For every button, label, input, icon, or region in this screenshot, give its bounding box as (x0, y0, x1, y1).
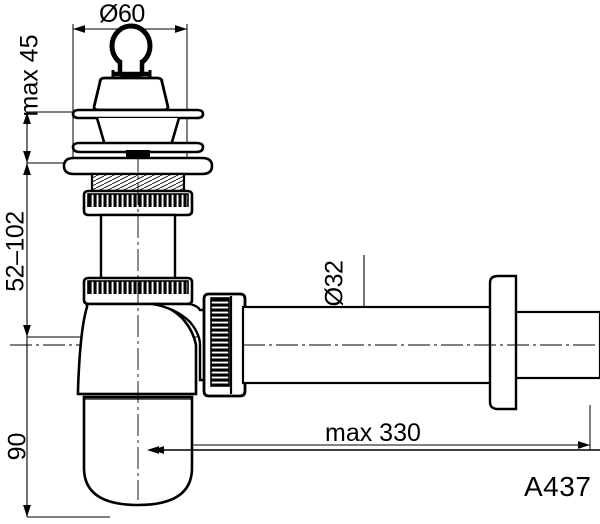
centre-line-overlay (137, 150, 600, 500)
dimension-label-d60: Ø60 (99, 0, 145, 28)
rubber-plug (92, 76, 170, 112)
part-wall-flange-rosette (488, 274, 518, 411)
part-plug-assembly (92, 23, 170, 112)
dimension-label-52-102: 52–102 (1, 211, 30, 292)
dimension-label-d32: Ø32 (320, 260, 349, 307)
product-code-label: A437 (524, 471, 592, 502)
sealing-washer (71, 141, 205, 154)
dimension-label-90: 90 (3, 432, 32, 461)
leader-trap-bowl (589, 405, 591, 445)
plug-ring-handle (109, 23, 153, 79)
dimension-label-max45: max 45 (15, 34, 44, 117)
dimension-label-max330: max 330 (325, 419, 421, 447)
part-trap-body (76, 302, 224, 507)
dimension-90 (23, 337, 110, 518)
leader-trap-interior (152, 446, 600, 454)
part-outlet-knurled-nut (202, 292, 247, 398)
part-waste-flange (71, 108, 205, 157)
